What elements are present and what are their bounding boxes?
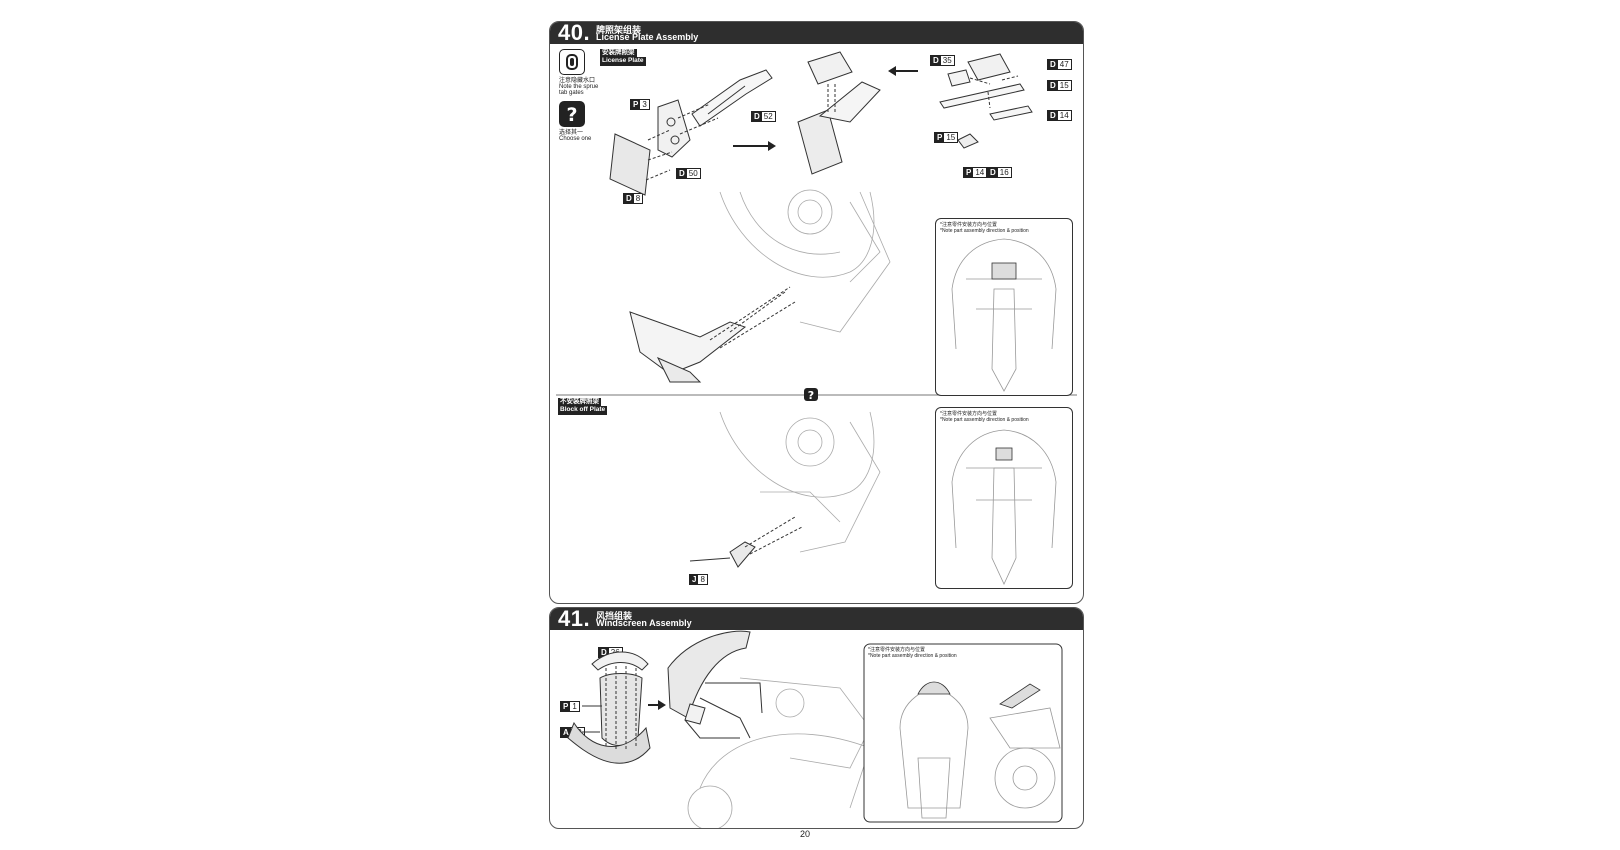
step-41-illustration — [567, 630, 1063, 828]
step-41-note-zh: *注意零件安装方向与位置 — [868, 647, 925, 653]
choose-divider-question-icon: ? — [804, 388, 818, 402]
step-41-title-en: Windscreen Assembly — [596, 618, 692, 628]
question-icon: ? — [559, 101, 585, 127]
step-40-note-box-lower: *注意零件安装方向与位置 *Note part assembly directi… — [935, 407, 1073, 589]
step-41-title-zh: 风挡组装 — [596, 611, 633, 621]
step-41-note-en: *Note part assembly direction & position — [868, 653, 957, 659]
svg-text:?: ? — [808, 389, 814, 401]
step-41-number: 41. — [558, 607, 591, 631]
step-40-illustration — [556, 51, 1077, 568]
step-40-number: 40. — [558, 21, 591, 45]
step-40-header: 40. 牌照架组装 License Plate Assembly — [550, 21, 1083, 45]
step-41-header: 41. 风挡组装 Windscreen Assembly — [550, 607, 1083, 631]
option-a-zh-tag: 安装牌照架 — [600, 49, 637, 58]
note-text-zh-lower: *注意零件安装方向与位置 — [940, 411, 997, 417]
option-b-en-tag: Block off Plate — [558, 406, 608, 415]
gate-note-en-1: Note the sprue — [559, 84, 599, 90]
option-b-zh-tag: 不安装牌照架 — [558, 398, 601, 407]
step-40-panel: 40. 牌照架组装 License Plate Assembly 注意隐藏水口 … — [549, 21, 1084, 604]
note-text-en: *Note part assembly direction & position — [940, 228, 1029, 234]
step-40-note-box-upper: *注意零件安装方向与位置 *Note part assembly directi… — [935, 218, 1073, 396]
choose-en: Choose one — [559, 136, 592, 142]
note-text-zh: *注意零件安装方向与位置 — [940, 222, 997, 228]
choose-zh: 选择其一 — [559, 130, 584, 136]
step-40-title-zh: 牌照架组装 — [596, 25, 642, 35]
step-40-title-en: License Plate Assembly — [596, 32, 699, 42]
gate-note-en-2: tab gates — [559, 90, 584, 96]
option-a-en-tag: License Plate — [600, 57, 646, 66]
sprue-gate-icon — [559, 49, 585, 75]
note-text-en-lower: *Note part assembly direction & position — [940, 417, 1029, 423]
page-number: 20 — [800, 829, 811, 839]
gate-note-zh: 注意隐藏水口 — [559, 78, 596, 84]
svg-text:?: ? — [566, 104, 577, 126]
step-41-panel: 41. 风挡组装 Windscreen Assembly D26 P1 A10 — [549, 607, 1084, 829]
